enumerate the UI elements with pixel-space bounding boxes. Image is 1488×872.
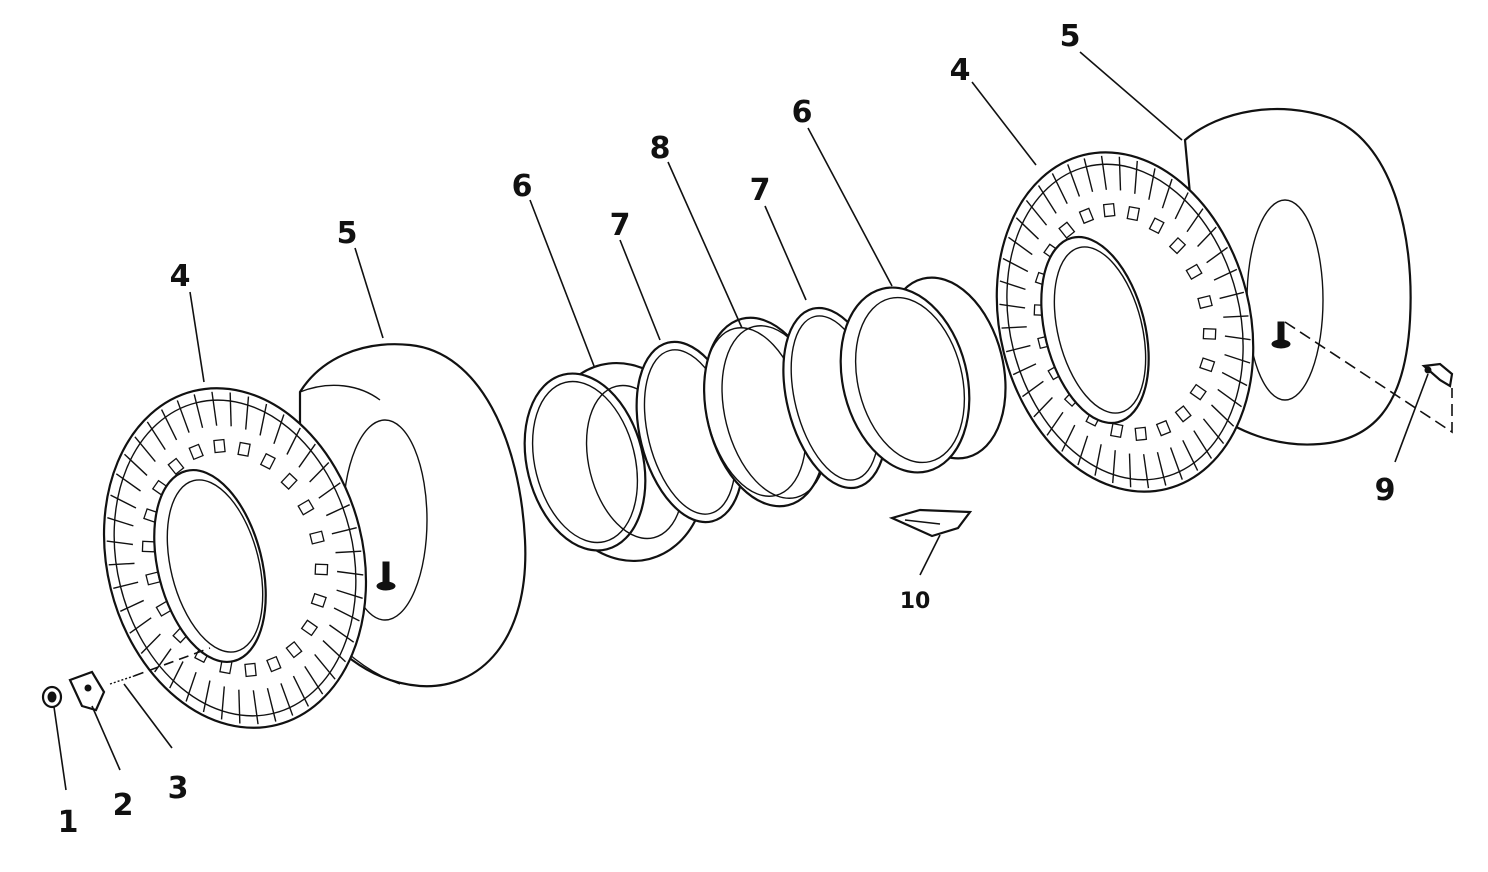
label-part-7-left: 7 [610, 208, 631, 243]
label-part-3: 3 [168, 771, 189, 806]
right-tire-tread [999, 155, 1251, 489]
label-part-9: 9 [1375, 473, 1396, 508]
right-tire [995, 151, 1255, 493]
left-tire [102, 387, 368, 729]
right-rim-half [839, 276, 1007, 474]
label-part-6-left: 6 [512, 169, 533, 204]
label-part-4-right: 4 [950, 53, 971, 88]
leader-lines [53, 51, 1453, 791]
label-part-4-left: 4 [170, 259, 191, 294]
label-part-2: 2 [113, 788, 134, 823]
label-part-5-right: 5 [1060, 19, 1081, 54]
bracket [68, 670, 106, 712]
label-part-1: 1 [58, 805, 79, 840]
stud [109, 675, 135, 685]
wedge-clip [888, 508, 973, 538]
nut [41, 685, 63, 709]
label-part-7-right: 7 [750, 173, 771, 208]
label-part-6-right: 6 [792, 95, 813, 130]
label-part-5-left: 5 [337, 216, 358, 251]
label-part-8: 8 [650, 131, 671, 166]
left-tube-valve-stem [376, 561, 396, 591]
right-tube-valve-stem [1271, 321, 1291, 349]
label-part-10: 10 [900, 589, 931, 614]
valve-extension [1421, 362, 1454, 388]
